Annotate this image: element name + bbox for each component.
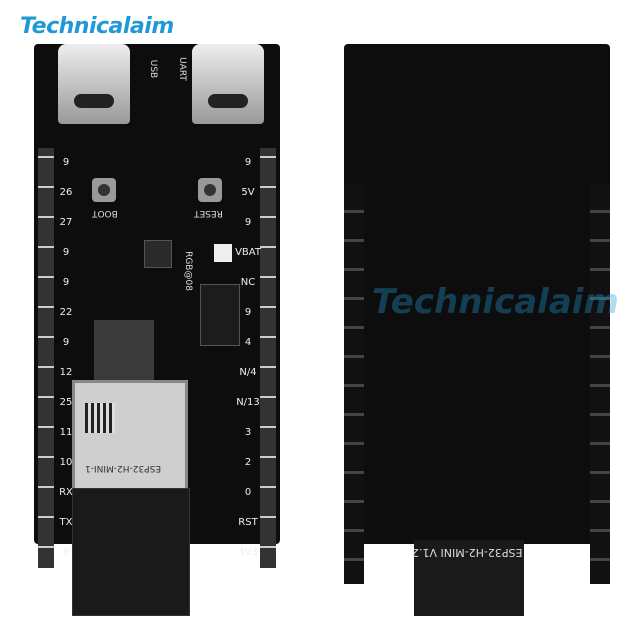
right-pin-header [260,148,276,568]
usb-connector [58,44,130,124]
back-left-header [344,184,364,584]
reset-button[interactable] [198,178,222,202]
back-antenna [414,540,524,616]
boot-button[interactable] [92,178,116,202]
uart-connector [192,44,264,124]
usb-label: USB [148,59,159,79]
antenna [72,488,190,616]
chip [144,240,172,268]
back-board [344,44,610,584]
voltage-regulator [94,320,154,384]
uart-label: UART [176,57,187,81]
jumper [200,284,240,346]
brand-logo: Technicalaim [20,14,174,39]
boot-label: BOOT [92,208,118,218]
qr-code [85,403,115,433]
back-right-header [590,184,610,584]
left-pin-header [38,148,54,568]
led-label: RGB@08 [182,251,193,291]
rgb-led [214,244,232,262]
watermark: Technicalaim [372,282,619,322]
module-label: ESP32-H2-MINI-1 [85,463,162,473]
reset-label: RESET [194,208,223,218]
back-board-label: ESP32-H2-MINI V1.2 [412,546,523,559]
